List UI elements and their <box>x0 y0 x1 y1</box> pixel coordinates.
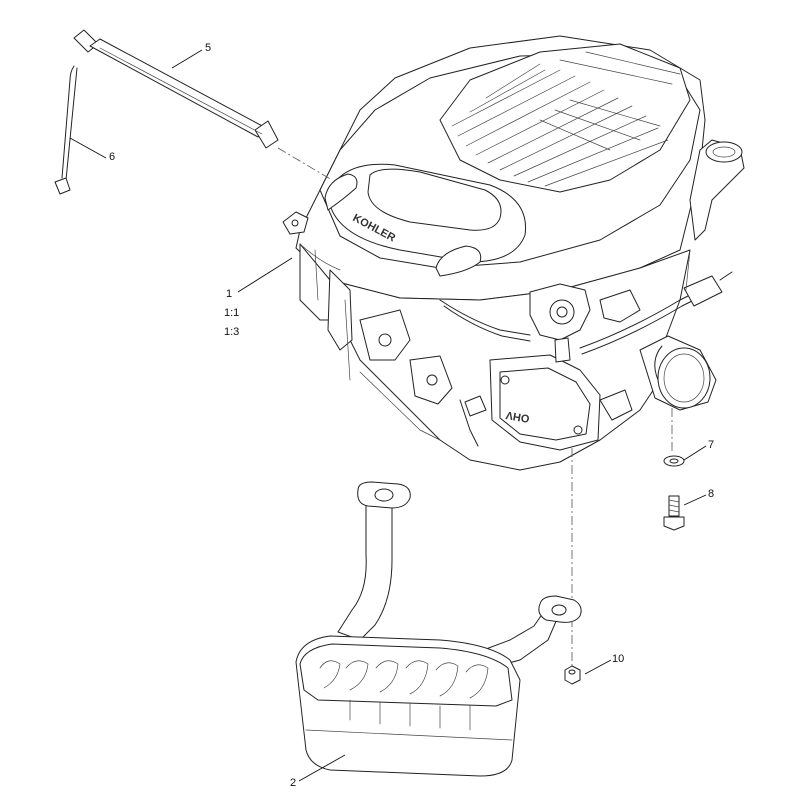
nut-part-10 <box>564 665 581 685</box>
callout-1: 1 <box>226 288 233 300</box>
callout-10: 10 <box>612 653 625 665</box>
washer-part-6 <box>663 455 685 467</box>
muffler-part-2 <box>295 481 582 777</box>
leader-lines <box>69 49 707 782</box>
engine-part-1: KOHLER <box>282 35 745 471</box>
cooling-grille <box>451 51 681 187</box>
callout-2: 2 <box>290 777 297 789</box>
centerline-tube <box>277 147 333 181</box>
bolt-part-5 <box>663 495 685 531</box>
muffler-dimples <box>319 660 489 731</box>
engine-side-text: OHV <box>504 408 530 424</box>
callout-1-3: 1:3 <box>224 326 240 338</box>
dipstick-part-8 <box>54 65 78 195</box>
callout-8: 6 <box>109 151 116 163</box>
callout-6: 7 <box>708 439 715 451</box>
callout-5: 8 <box>708 488 715 500</box>
dipstick-tube-part-7 <box>73 29 279 149</box>
callout-7: 5 <box>205 42 212 54</box>
callout-1-1: 1:1 <box>224 307 240 319</box>
